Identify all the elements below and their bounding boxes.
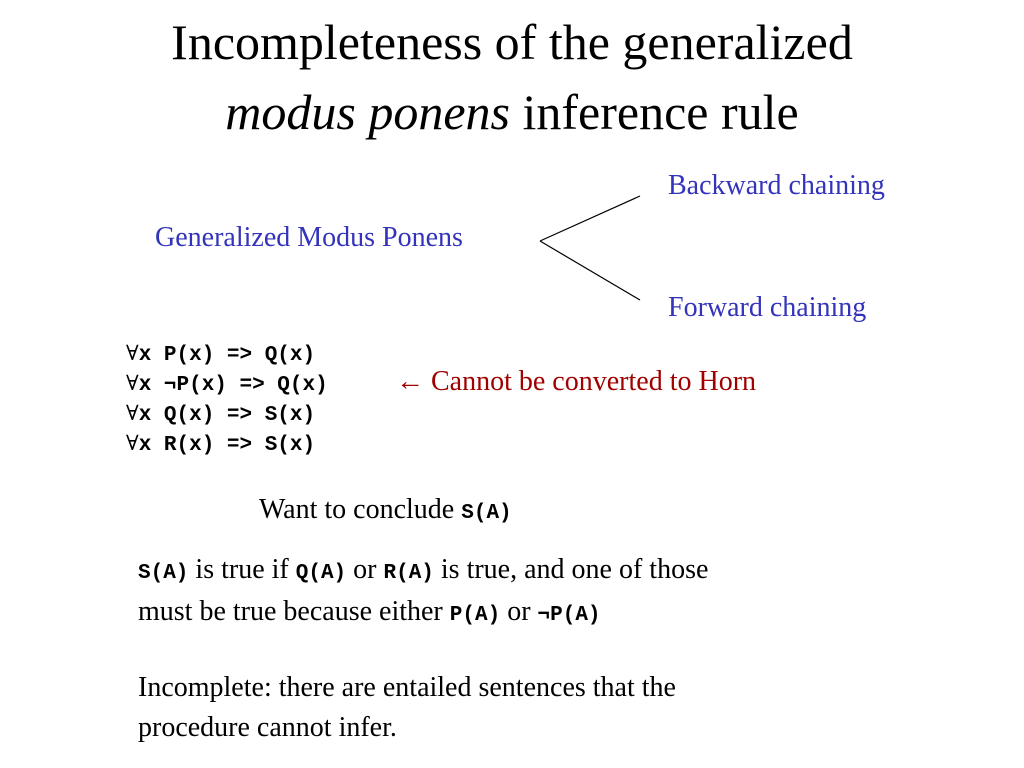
explanation-text-5: or: [500, 596, 538, 627]
title-rest: inference rule: [510, 84, 799, 140]
code-q-a: Q(A): [295, 562, 347, 585]
branch-lines: [539, 195, 641, 301]
code-s-a: S(A): [138, 562, 189, 585]
forall-symbol: ∀: [126, 401, 139, 425]
rule-4: ∀x R(x) => S(x): [126, 428, 315, 461]
forall-symbol: ∀: [126, 341, 139, 365]
branch-line-top: [539, 195, 641, 242]
horn-note-text: Cannot be converted to Horn: [424, 366, 757, 397]
explanation-line-2: must be true because either P(A) or ¬P(A…: [138, 594, 601, 634]
slide-title-line-1: Incompleteness of the generalized: [171, 14, 853, 70]
diagram-root-label: Generalized Modus Ponens: [155, 222, 463, 253]
conclusion-line-2: procedure cannot infer.: [138, 712, 397, 743]
title-italic-term: modus ponens: [225, 84, 510, 140]
branch-line-bottom: [539, 240, 641, 301]
conclusion-line-1: Incomplete: there are entailed sentences…: [138, 672, 676, 703]
goal-statement: Want to conclude S(A): [259, 492, 512, 532]
rule-3-text: x Q(x) => S(x): [138, 404, 316, 427]
diagram-branch-forward: Forward chaining: [668, 292, 867, 323]
goal-text: Want to conclude: [259, 494, 462, 525]
code-not-p-a: ¬P(A): [537, 604, 601, 627]
explanation-text-1: is true if: [188, 554, 296, 585]
code-r-a: R(A): [383, 562, 434, 585]
slide-title-line-2: modus ponens inference rule: [0, 84, 1024, 140]
rule-2-text: x ¬P(x) => Q(x): [138, 374, 328, 397]
rule-2: ∀x ¬P(x) => Q(x): [126, 368, 328, 401]
explanation-line-1: S(A) is true if Q(A) or R(A) is true, an…: [138, 552, 708, 592]
forall-symbol: ∀: [126, 431, 139, 455]
diagram-branch-backward: Backward chaining: [668, 170, 885, 201]
forall-symbol: ∀: [126, 371, 139, 395]
horn-note: ← Cannot be converted to Horn: [396, 364, 756, 400]
rule-4-text: x R(x) => S(x): [138, 434, 316, 457]
rule-1: ∀x P(x) => Q(x): [126, 338, 315, 371]
code-p-a: P(A): [449, 604, 501, 627]
goal-code: S(A): [461, 502, 512, 525]
explanation-text-2: or: [346, 554, 384, 585]
explanation-text-4: must be true because either: [138, 596, 450, 627]
rule-1-text: x P(x) => Q(x): [138, 344, 316, 367]
left-arrow-icon: ←: [396, 366, 424, 397]
rule-3: ∀x Q(x) => S(x): [126, 398, 315, 431]
explanation-text-3: is true, and one of those: [433, 554, 709, 585]
